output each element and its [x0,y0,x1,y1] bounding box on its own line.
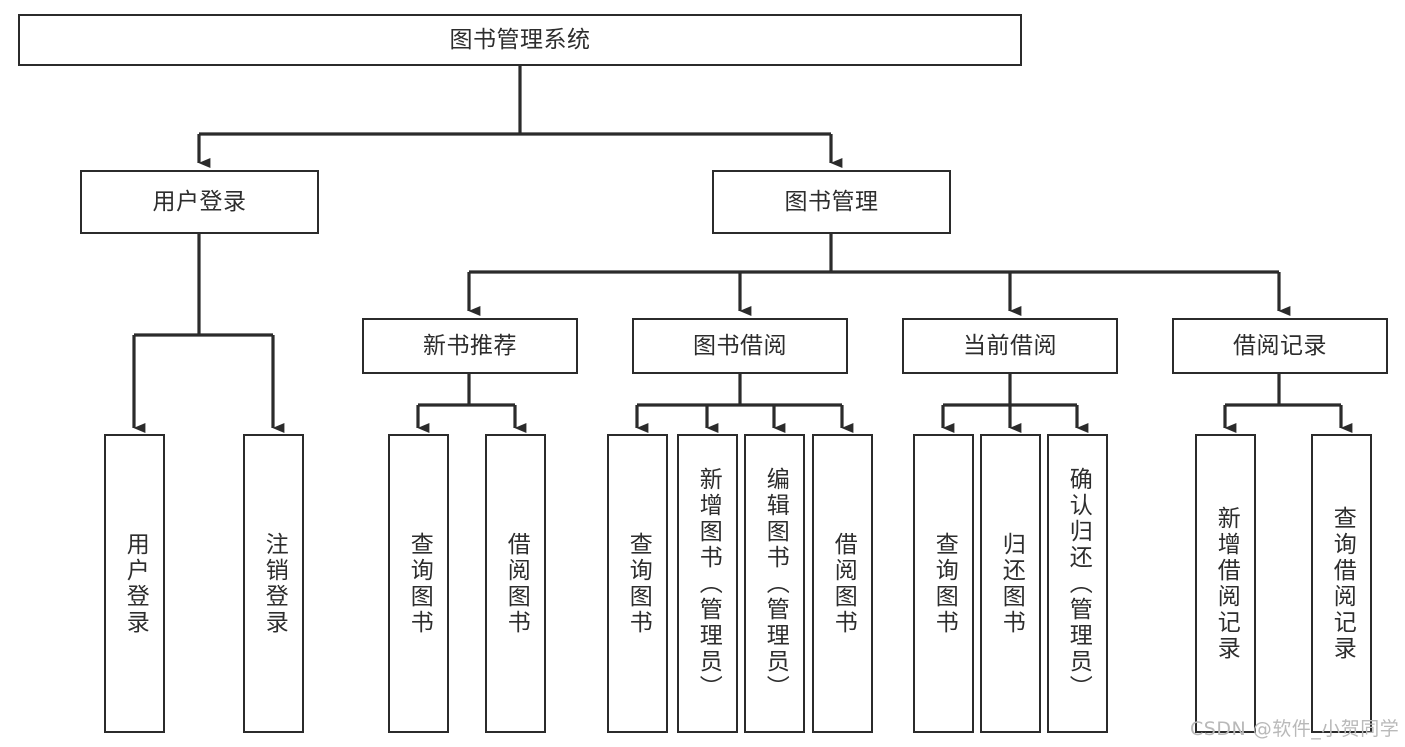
node-new-book-recommend[interactable]: 新书推荐 [362,318,578,374]
node-leaf-borrow-book-1-label: 借阅图书 [503,531,530,636]
node-leaf-logout[interactable]: 注销登录 [243,434,304,733]
node-leaf-query-book-3[interactable]: 查询图书 [913,434,974,733]
node-leaf-edit-book[interactable]: 编辑图书（管理员） [744,434,805,733]
node-leaf-user-login-label: 用户登录 [122,531,149,636]
node-leaf-user-login[interactable]: 用户登录 [104,434,165,733]
node-leaf-add-record-label: 新增借阅记录 [1213,505,1240,662]
node-borrow-record-label: 借阅记录 [1233,332,1327,359]
node-root-label: 图书管理系统 [449,26,591,53]
node-leaf-borrow-book-1[interactable]: 借阅图书 [485,434,546,733]
node-leaf-query-record[interactable]: 查询借阅记录 [1311,434,1372,733]
node-root[interactable]: 图书管理系统 [18,14,1022,66]
node-leaf-add-book[interactable]: 新增图书（管理员） [677,434,738,733]
node-leaf-add-book-label: 新增图书（管理员） [695,466,722,701]
node-current-borrow[interactable]: 当前借阅 [902,318,1118,374]
node-current-borrow-label: 当前借阅 [963,332,1057,359]
node-book-borrow[interactable]: 图书借阅 [632,318,848,374]
node-book-borrow-label: 图书借阅 [693,332,787,359]
node-leaf-logout-label: 注销登录 [261,531,288,636]
node-leaf-confirm-return[interactable]: 确认归还（管理员） [1047,434,1108,733]
node-leaf-edit-book-label: 编辑图书（管理员） [762,466,789,701]
node-user-login[interactable]: 用户登录 [80,170,319,234]
node-leaf-query-book-2-label: 查询图书 [625,531,652,636]
node-leaf-return-book[interactable]: 归还图书 [980,434,1041,733]
node-user-login-label: 用户登录 [152,188,247,215]
node-book-manage-label: 图书管理 [784,188,879,215]
node-book-manage[interactable]: 图书管理 [712,170,951,234]
node-leaf-query-book-1-label: 查询图书 [406,531,433,636]
node-leaf-borrow-book-2[interactable]: 借阅图书 [812,434,873,733]
node-leaf-return-book-label: 归还图书 [998,531,1025,636]
node-leaf-query-book-2[interactable]: 查询图书 [607,434,668,733]
node-borrow-record[interactable]: 借阅记录 [1172,318,1388,374]
node-new-book-recommend-label: 新书推荐 [423,332,517,359]
node-leaf-query-record-label: 查询借阅记录 [1329,505,1356,662]
node-leaf-query-book-1[interactable]: 查询图书 [388,434,449,733]
node-leaf-confirm-return-label: 确认归还（管理员） [1065,466,1092,701]
node-leaf-add-record[interactable]: 新增借阅记录 [1195,434,1256,733]
node-leaf-query-book-3-label: 查询图书 [931,531,958,636]
node-leaf-borrow-book-2-label: 借阅图书 [830,531,857,636]
